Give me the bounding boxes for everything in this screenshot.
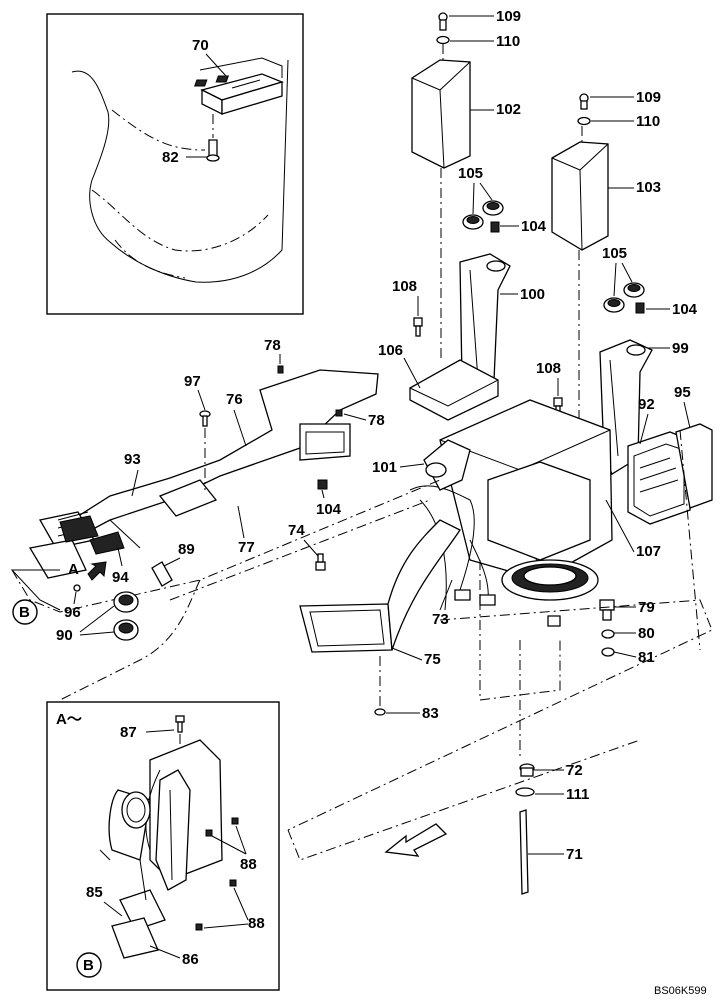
drawing-code: BS06K599 <box>654 985 707 997</box>
label-101: 101 <box>372 459 397 476</box>
label-96: 96 <box>64 604 81 621</box>
label-104-c: 104 <box>316 501 342 518</box>
label-105-right: 105 <box>602 245 627 262</box>
label-108-left: 108 <box>392 278 417 295</box>
screw-82 <box>206 114 220 162</box>
label-99: 99 <box>672 340 689 357</box>
view-a-title: A～ <box>56 711 82 728</box>
label-71: 71 <box>566 846 583 863</box>
label-72: 72 <box>566 762 583 779</box>
hvac-unit <box>409 399 613 760</box>
duct-101: 101 <box>372 439 471 491</box>
label-102: 102 <box>496 101 521 118</box>
label-105-left: 105 <box>458 165 483 182</box>
label-76: 76 <box>226 391 243 408</box>
label-95: 95 <box>674 384 691 401</box>
label-80: 80 <box>638 625 655 642</box>
label-92: 92 <box>638 396 655 413</box>
label-110-top: 110 <box>496 33 520 50</box>
duct-75: 75 <box>299 519 461 668</box>
label-74: 74 <box>288 522 305 539</box>
label-109-top: 109 <box>496 8 521 25</box>
filter-92-cover-95: 92 95 <box>627 384 713 525</box>
label-88-upper: 88 <box>240 856 257 873</box>
label-93: 93 <box>124 451 141 468</box>
label-106: 106 <box>378 342 403 359</box>
inset-view-a: A～ 87 88 88 85 86 B <box>46 701 280 991</box>
label-79: 79 <box>638 599 655 616</box>
label-78-mid: 78 <box>368 412 385 429</box>
bolts-108: 108 108 <box>392 278 563 417</box>
label-89: 89 <box>178 541 195 558</box>
forward-arrow-icon <box>384 823 448 857</box>
label-78-top: 78 <box>264 337 281 354</box>
label-70: 70 <box>192 37 209 54</box>
clip-104-lower: 104 <box>316 479 342 518</box>
screw-74: 74 <box>288 522 326 571</box>
label-87: 87 <box>120 724 137 741</box>
label-97: 97 <box>184 373 201 390</box>
inset-top-left: 70 82 <box>46 13 304 315</box>
parts-89-94-96-90: 89 94 A 96 90 <box>56 541 195 644</box>
duct-102: 109 110 102 <box>411 8 521 360</box>
label-111: 111 <box>566 786 589 803</box>
rod-71-72-111: 72 111 71 <box>515 762 589 895</box>
view-a-arrow-icon <box>87 561 107 581</box>
label-86: 86 <box>182 951 199 968</box>
label-83: 83 <box>422 705 439 722</box>
label-77: 77 <box>238 539 255 556</box>
label-81: 81 <box>638 649 655 666</box>
label-104-b: 104 <box>672 301 698 318</box>
bracket-106: 106 <box>378 342 499 421</box>
view-a-marker: A <box>68 561 79 578</box>
frame-lines <box>11 429 713 861</box>
switch-panel-70 <box>194 73 284 116</box>
svg-text:B: B <box>19 604 30 621</box>
label-82: 82 <box>162 149 179 166</box>
label-94: 94 <box>112 569 129 586</box>
duct-103: 109 110 103 <box>551 89 661 480</box>
label-109-right: 109 <box>636 89 661 106</box>
label-107: 107 <box>636 543 661 560</box>
label-100: 100 <box>520 286 545 303</box>
clips-78-97: 78 78 97 <box>184 337 385 490</box>
label-85: 85 <box>86 884 103 901</box>
label-75: 75 <box>424 651 441 668</box>
duct-76-77-93: 76 77 93 <box>10 369 379 611</box>
svg-text:B: B <box>83 957 94 974</box>
label-88-lower: 88 <box>248 915 265 932</box>
hardware-79-80-81: 79 80 81 <box>599 599 655 666</box>
label-103: 103 <box>636 179 661 196</box>
ref-b-inset: B <box>76 952 102 978</box>
label-104-a: 104 <box>521 218 547 235</box>
label-90: 90 <box>56 627 73 644</box>
label-110-right: 110 <box>636 113 660 130</box>
ref-b-top: B <box>12 599 38 625</box>
duct-99: 99 <box>599 339 689 475</box>
grommets-105-104: 105 104 105 104 <box>458 165 698 318</box>
rivet-83: 83 <box>374 656 439 722</box>
label-108-right: 108 <box>536 360 561 377</box>
